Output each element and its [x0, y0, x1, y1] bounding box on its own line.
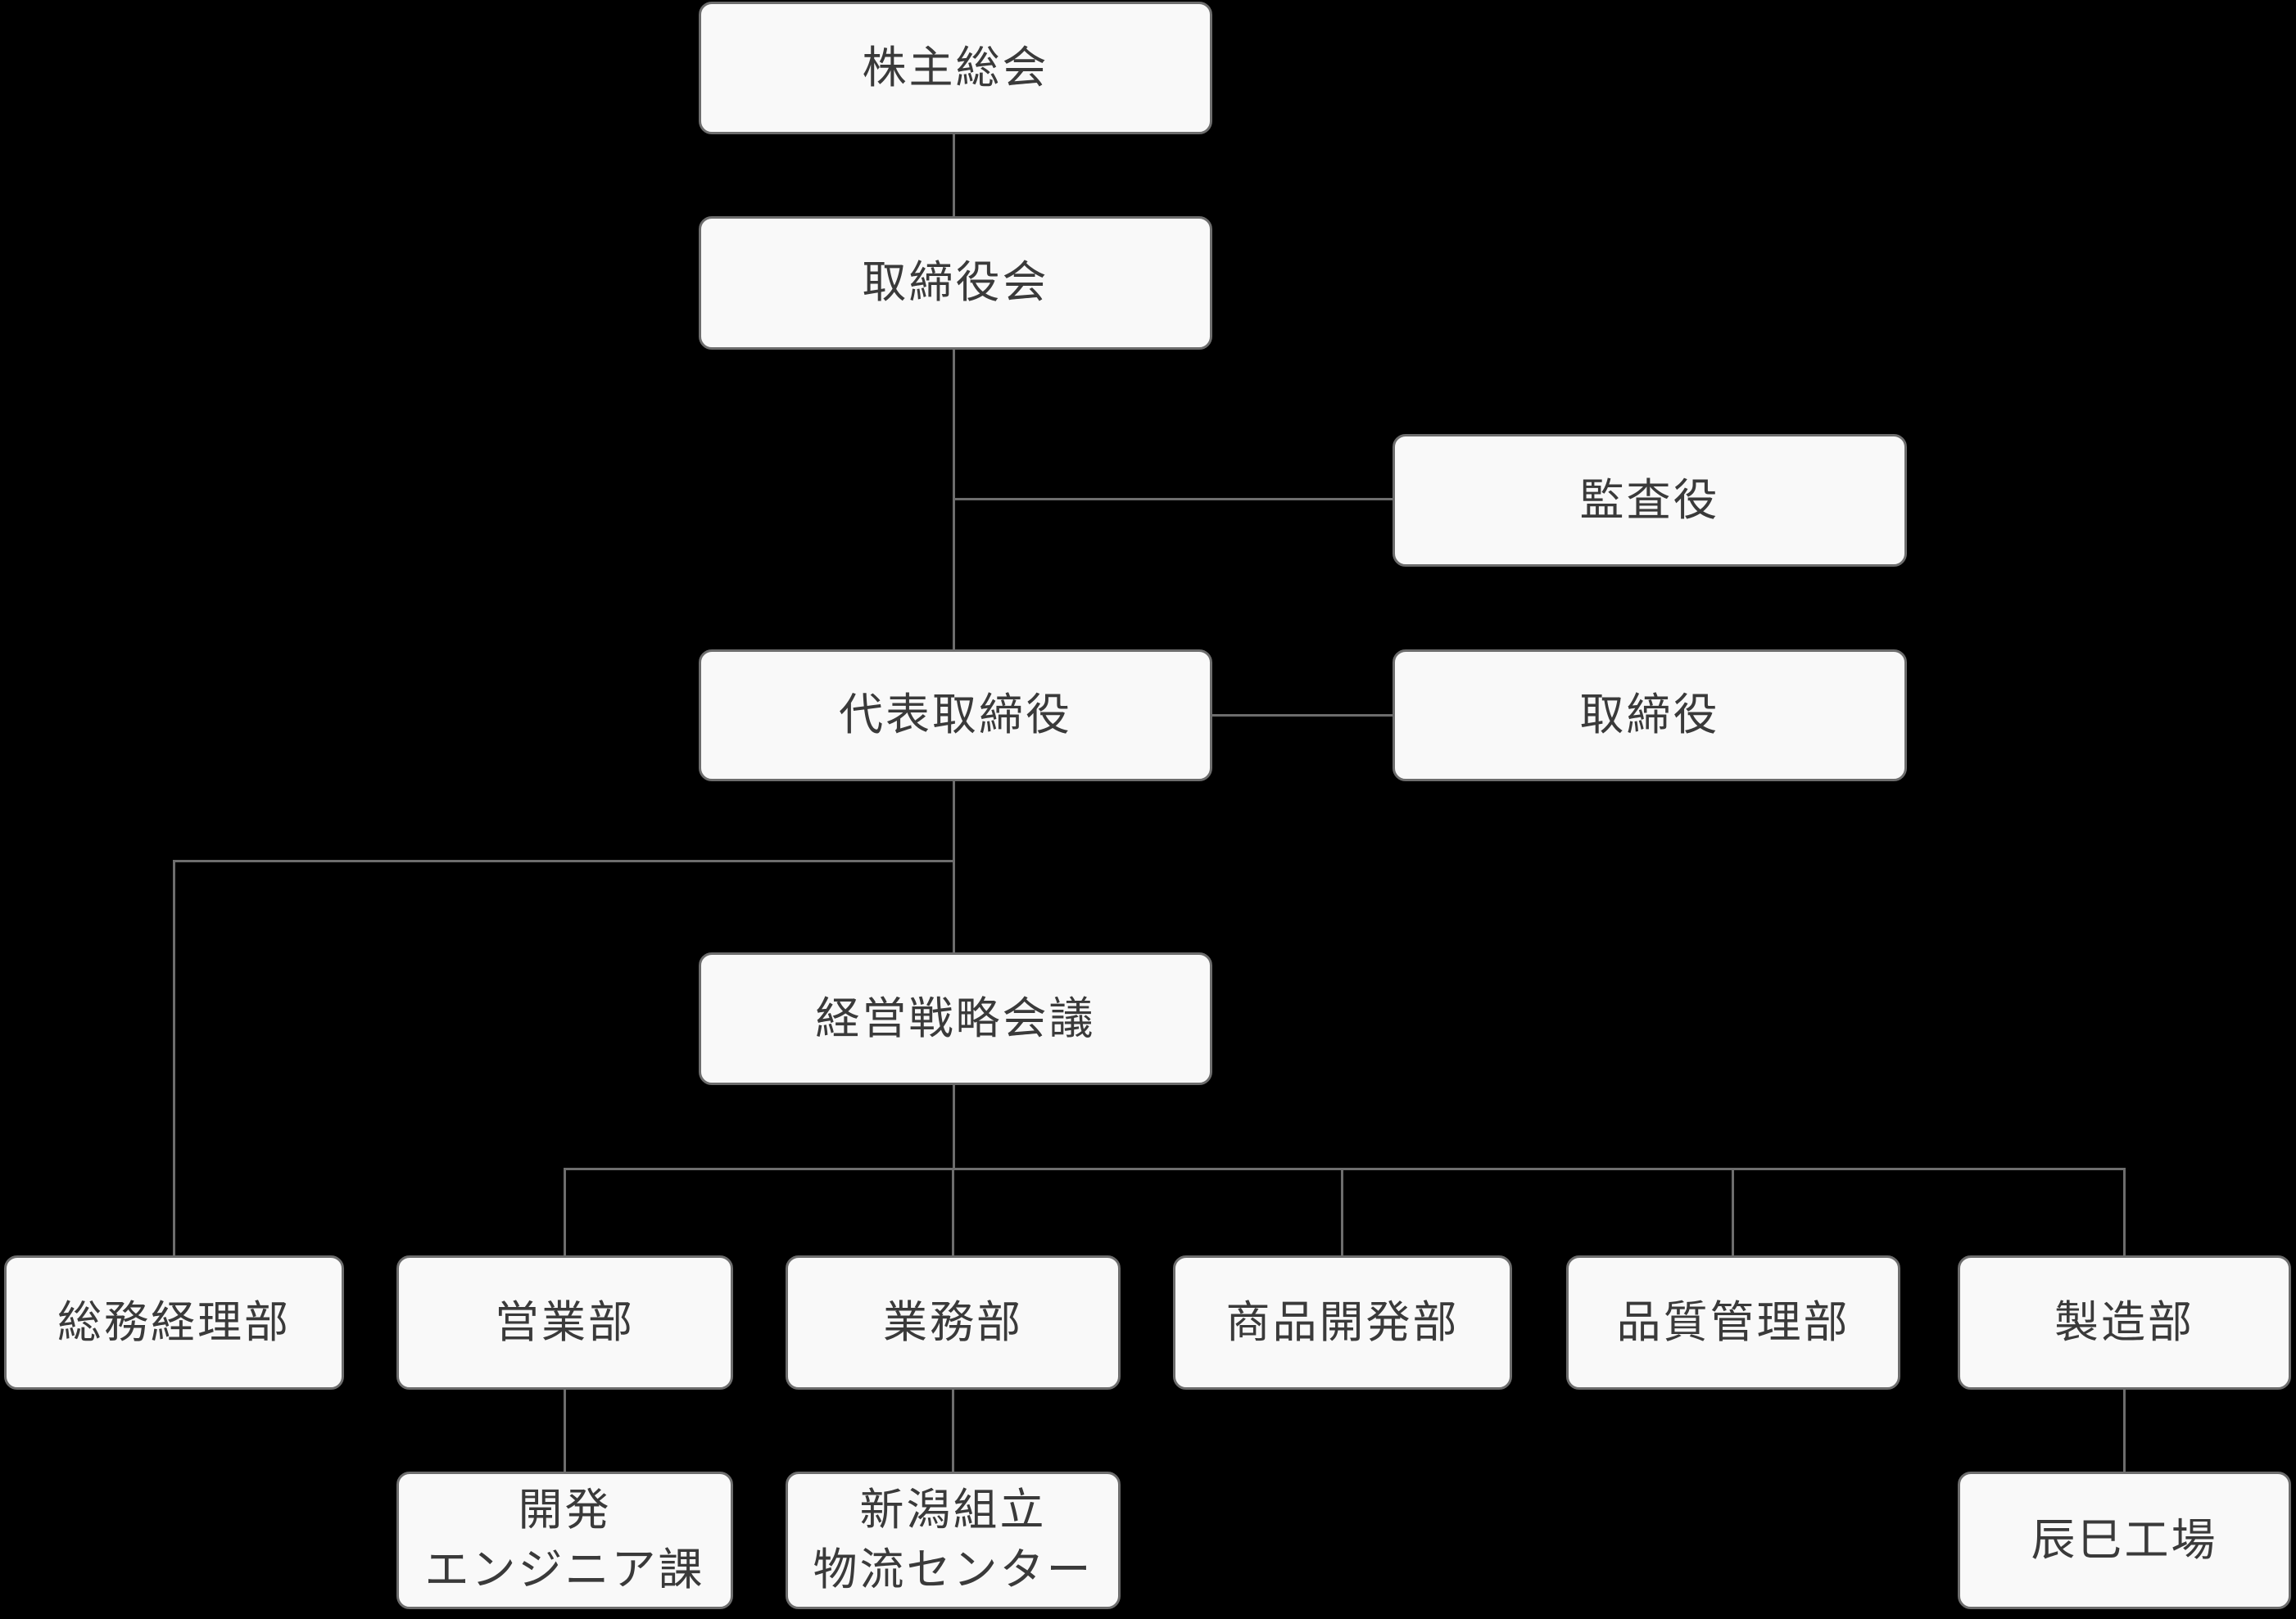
connector-operations-niigata — [952, 1390, 954, 1472]
node-representative-director: 代表取締役 — [699, 649, 1212, 781]
connector-distribution-horizontal — [564, 1168, 2126, 1170]
connector-drop-manufacturing — [2123, 1168, 2126, 1255]
connector-strategy-drop — [953, 1085, 955, 1169]
node-management-strategy-meeting: 経営戦略会議 — [699, 952, 1212, 1085]
node-label-niigata-assembly-logistics-center: 新潟組立 物流センター — [813, 1486, 1094, 1594]
connector-board-auditor — [953, 498, 1393, 500]
node-label-general-affairs-accounting-dept: 総務経理部 — [57, 1297, 291, 1347]
connector-manufacturing-tatsumi — [2123, 1390, 2126, 1472]
node-sales-dept: 営業部 — [396, 1255, 733, 1390]
node-shareholders-meeting: 株主総会 — [699, 2, 1212, 134]
node-label-product-development-dept: 商品開発部 — [1225, 1297, 1460, 1347]
node-niigata-assembly-logistics-center: 新潟組立 物流センター — [786, 1472, 1121, 1609]
node-auditor: 監査役 — [1393, 434, 1907, 567]
connector-drop-operations — [952, 1168, 954, 1255]
node-development-engineering-section: 開発 エンジニア課 — [396, 1472, 733, 1609]
connector-shareholders-board — [953, 134, 955, 219]
node-label-development-engineering-section: 開発 エンジニア課 — [424, 1486, 705, 1594]
node-director: 取締役 — [1393, 649, 1907, 781]
connector-left-branch-horizontal — [173, 860, 955, 862]
connector-representative-strategy — [953, 781, 955, 952]
node-quality-control-dept: 品質管理部 — [1566, 1255, 1900, 1390]
node-label-auditor: 監査役 — [1579, 475, 1720, 525]
node-label-representative-director: 代表取締役 — [839, 690, 1072, 740]
node-label-sales-dept: 営業部 — [495, 1297, 635, 1347]
connector-drop-product-development — [1341, 1168, 1343, 1255]
node-board-of-directors: 取締役会 — [699, 216, 1212, 350]
node-product-development-dept: 商品開発部 — [1173, 1255, 1512, 1390]
node-label-director: 取締役 — [1579, 690, 1720, 740]
node-label-manufacturing-dept: 製造部 — [2054, 1297, 2194, 1347]
node-label-quality-control-dept: 品質管理部 — [1616, 1297, 1850, 1347]
node-manufacturing-dept: 製造部 — [1958, 1255, 2291, 1390]
connector-sales-dev-engineering — [564, 1390, 566, 1472]
node-label-shareholders-meeting: 株主総会 — [862, 43, 1049, 93]
node-label-board-of-directors: 取締役会 — [862, 258, 1049, 308]
node-general-affairs-accounting-dept: 総務経理部 — [4, 1255, 344, 1390]
node-tatsumi-factory: 辰巳工場 — [1958, 1472, 2291, 1609]
node-operations-dept: 業務部 — [786, 1255, 1121, 1390]
node-label-operations-dept: 業務部 — [883, 1297, 1023, 1347]
connector-drop-sales — [564, 1168, 566, 1255]
connector-drop-quality-control — [1732, 1168, 1734, 1255]
node-label-management-strategy-meeting: 経営戦略会議 — [815, 993, 1096, 1043]
node-label-tatsumi-factory: 辰巳工場 — [2031, 1515, 2218, 1565]
connector-left-branch-vertical-general-affairs — [173, 860, 175, 1255]
connector-representative-director — [1211, 714, 1393, 717]
